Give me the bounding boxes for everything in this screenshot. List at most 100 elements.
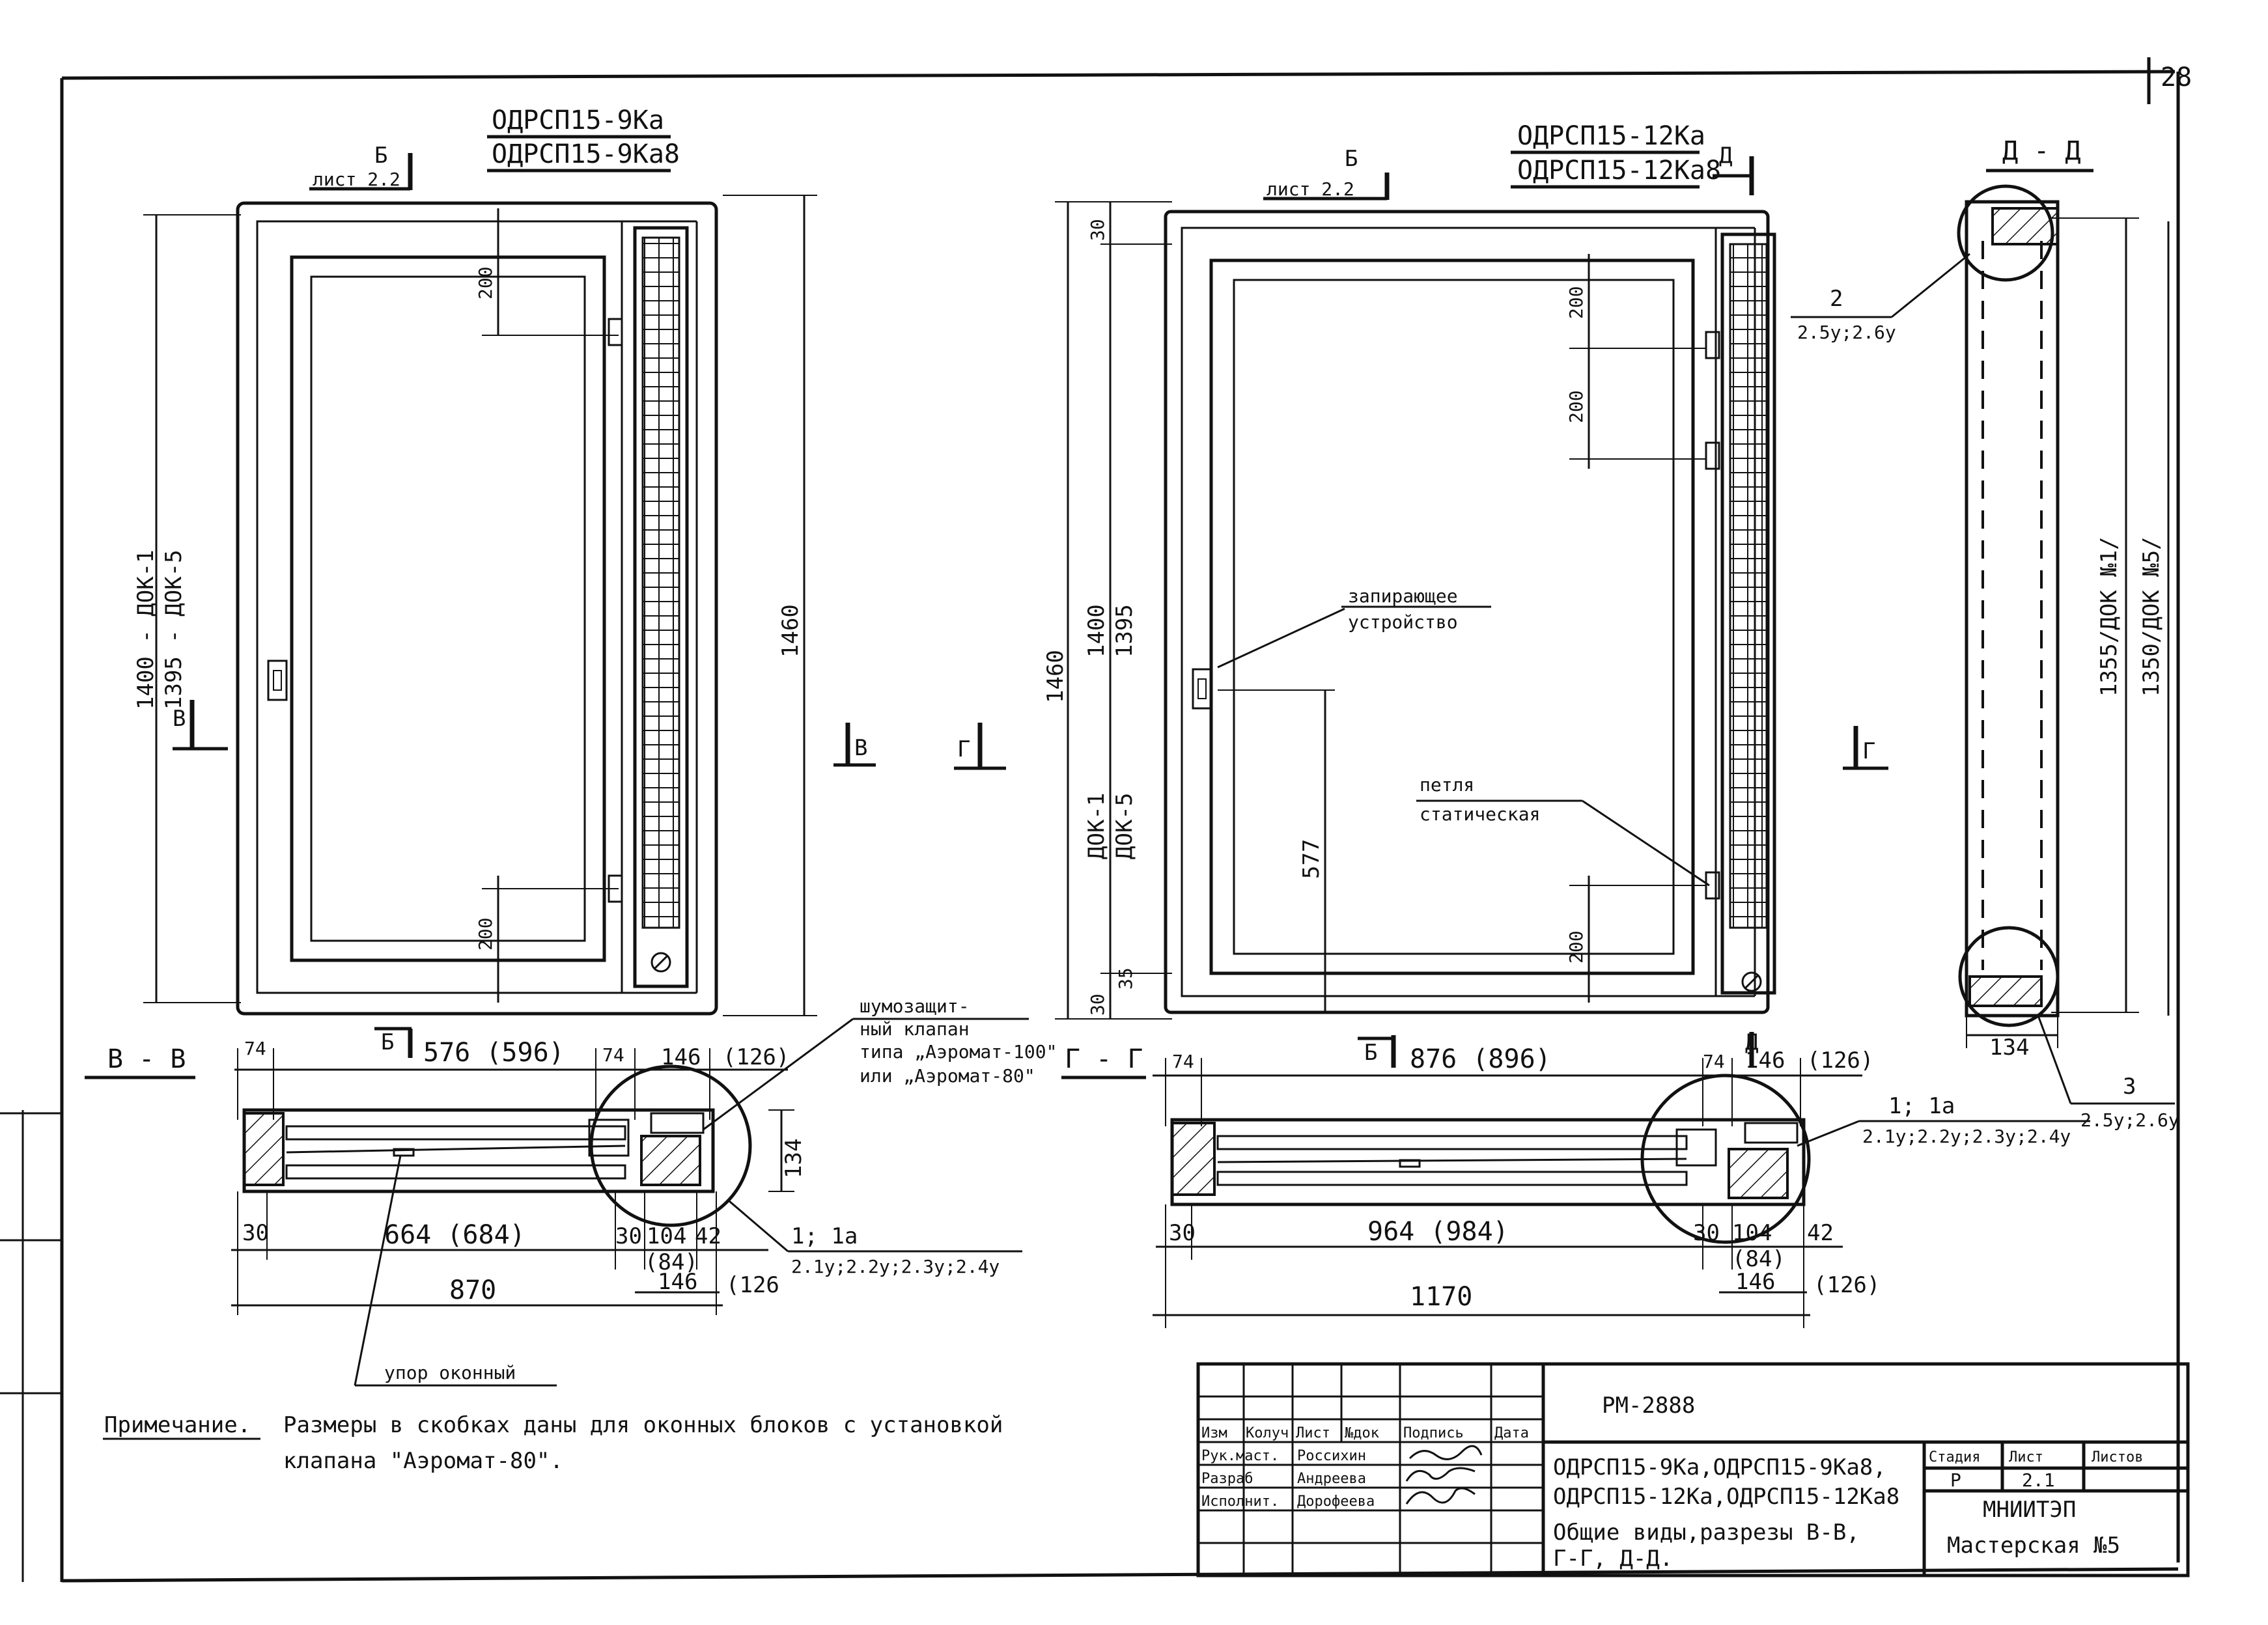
section-gg-dim-74-mid: 74 [1703, 1051, 1725, 1072]
tb-sheet: 2.1 [2022, 1469, 2055, 1491]
left-section-b-bottom: Б [381, 1029, 394, 1055]
tb-hdr-stage: Стадия [1929, 1449, 1980, 1465]
tb-desc-1: Общие виды,разрезы В-В, [1553, 1520, 1860, 1546]
left-elevation: ОДРСП15-9Ка ОДРСП15-9Ка8 Б лист 2.2 200 [133, 105, 876, 1058]
section-dd-callout-ref: 2.5у;2.6у [1797, 322, 1896, 343]
left-dim-overall: 1460 [777, 604, 804, 658]
section-gg-dim-30-b: 30 [1693, 1220, 1720, 1246]
right-section-d-top: Д [1719, 143, 1732, 169]
section-gg-callout-ref: 2.1у;2.2у;2.3у;2.4у [1862, 1126, 2071, 1147]
section-vv-label-valve-1: шумозащит- [860, 995, 970, 1017]
section-gg-dim-30: 30 [1169, 1220, 1196, 1246]
section-dd-callout-num-2: 3 [2123, 1074, 2136, 1100]
tb-doc-code: РМ-2888 [1602, 1393, 1695, 1419]
section-gg: Г - Г 74 876 (896) 74 146 (126) 30 964 (… [1061, 1044, 2090, 1328]
right-label-hinge-2: статическая [1420, 803, 1540, 825]
section-vv-label-valve-4: или „Аэромат-80" [860, 1065, 1035, 1087]
tb-hdr-izm: Изм [1201, 1425, 1227, 1441]
section-vv: В - В 74 576 (596) 74 146 (126) 134 [85, 995, 1057, 1387]
right-title-2: ОДРСП15-12Ка8 [1517, 156, 1721, 186]
tb-hdr-koluch: Колуч [1246, 1425, 1289, 1441]
section-vv-dim-126-b: (126 [726, 1272, 779, 1298]
left-dim-height-1: 1400 - ДОК-1 [133, 549, 159, 710]
tb-name-1: Россихин [1297, 1448, 1366, 1464]
right-elevation: ОДРСП15-12Ка ОДРСП15-12Ка8 Д Б лист 2.2 … [954, 121, 1888, 1068]
right-dim-1400: 1400 [1084, 604, 1110, 658]
tb-role-1: Рук.маст. [1201, 1448, 1279, 1464]
tb-hdr-list: Лист [1296, 1425, 1330, 1441]
section-gg-dim-74-left: 74 [1172, 1051, 1194, 1072]
tb-hdr-sheet: Лист [2009, 1449, 2043, 1465]
section-vv-dim-30-b: 30 [615, 1223, 642, 1249]
sheet-frame [0, 57, 2180, 1583]
tb-product-2: ОДРСП15-12Ка,ОДРСП15-12Ка8 [1553, 1484, 1899, 1510]
tb-desc-2: Г-Г, Д-Д. [1553, 1546, 1673, 1572]
right-section-g-left: Г [957, 736, 970, 762]
section-vv-dim-42: 42 [695, 1223, 721, 1249]
section-gg-dim-1170: 1170 [1410, 1282, 1472, 1312]
tb-role-2: Разраб [1201, 1471, 1253, 1487]
section-vv-dim-126: (126) [723, 1044, 789, 1070]
right-dim-30-top: 30 [1087, 219, 1108, 241]
section-gg-dim-104: 104 [1732, 1220, 1772, 1246]
right-dim-dok1: ДОК-1 [1084, 793, 1110, 859]
right-section-b-ref: лист 2.2 [1267, 178, 1354, 200]
signature-1 [1408, 1445, 1483, 1460]
signature-2 [1405, 1467, 1476, 1482]
section-dd-title: Д - Д [2002, 136, 2080, 166]
left-section-b-letter: Б [374, 143, 387, 169]
section-dd-callout-num: 2 [1830, 286, 1843, 312]
section-vv-dim-104: 104 [647, 1223, 686, 1249]
section-dd-callout-ref-2: 2.5у;2.6у [2080, 1109, 2179, 1131]
section-gg-dim-146-b: 146 [1735, 1269, 1775, 1295]
section-dd-dim-1350: 1350/ДОК №5/ [2138, 536, 2164, 697]
section-gg-callout-num: 1; 1а [1888, 1093, 1955, 1119]
right-dim-200-c: 200 [1565, 930, 1587, 964]
section-vv-dim-870: 870 [449, 1275, 496, 1305]
section-dd-dim-1355: 1355/ДОК №1/ [2096, 536, 2122, 697]
section-vv-dim-84: (84) [645, 1249, 698, 1275]
right-label-lock-1: запирающее [1348, 585, 1458, 607]
left-section-v-left: В [173, 706, 186, 732]
right-dim-200-b: 200 [1565, 390, 1587, 423]
note-text-2: клапана "Аэромат-80". [283, 1448, 563, 1474]
section-gg-dim-876: 876 (896) [1410, 1044, 1551, 1074]
section-vv-dim-146-b: 146 [658, 1269, 697, 1295]
section-gg-dim-126: (126) [1807, 1048, 1873, 1074]
tb-stage: Р [1950, 1469, 1961, 1491]
tb-hdr-ndok: №док [1344, 1425, 1379, 1441]
section-vv-dim-576: 576 (596) [423, 1038, 565, 1068]
signature-3 [1405, 1487, 1476, 1505]
section-gg-dim-84: (84) [1732, 1246, 1785, 1272]
section-vv-label-valve-3: типа „Аэромат-100" [860, 1041, 1057, 1062]
section-vv-callout-num: 1; 1а [791, 1223, 858, 1249]
tb-name-2: Андреева [1297, 1471, 1366, 1487]
left-dim-top-200: 200 [475, 266, 496, 299]
section-vv-dim-30: 30 [242, 1220, 269, 1246]
right-section-b-letter: Б [1345, 146, 1358, 172]
page-number: 28 [2161, 62, 2192, 92]
tb-hdr-sheets: Листов [2092, 1449, 2143, 1465]
tb-role-3: Исполнит. [1201, 1493, 1279, 1510]
right-section-b-bottom: Б [1364, 1040, 1377, 1066]
tb-name-3: Дорофеева [1297, 1493, 1375, 1510]
section-gg-dim-42: 42 [1807, 1220, 1834, 1246]
tb-product-1: ОДРСП15-9Ка,ОДРСП15-9Ка8, [1553, 1454, 1886, 1480]
tb-workshop: Мастерская №5 [1947, 1533, 2120, 1559]
section-vv-dim-74-mid: 74 [602, 1044, 624, 1066]
section-vv-dim-664: 664 (684) [384, 1220, 525, 1250]
tb-hdr-data: Дата [1494, 1425, 1529, 1441]
left-dim-height-2: 1395 - ДОК-5 [161, 549, 187, 710]
section-vv-dim-134: 134 [781, 1139, 807, 1178]
section-vv-title: В - В [107, 1044, 186, 1074]
right-dim-dok5: ДОК-5 [1112, 793, 1138, 859]
section-vv-label-stop: упор оконный [384, 1362, 516, 1383]
right-dim-35: 35 [1115, 967, 1136, 990]
section-dd: Д - Д 2 2.5у;2.6у 1355/ДОК №1/ 1350/ДОК … [1791, 136, 2179, 1131]
right-title-1: ОДРСП15-12Ка [1517, 121, 1705, 151]
left-section-v-right: В [854, 735, 867, 761]
right-dim-200-a: 200 [1565, 286, 1587, 319]
right-dim-1460: 1460 [1043, 650, 1069, 703]
right-label-lock-2: устройство [1348, 611, 1458, 633]
